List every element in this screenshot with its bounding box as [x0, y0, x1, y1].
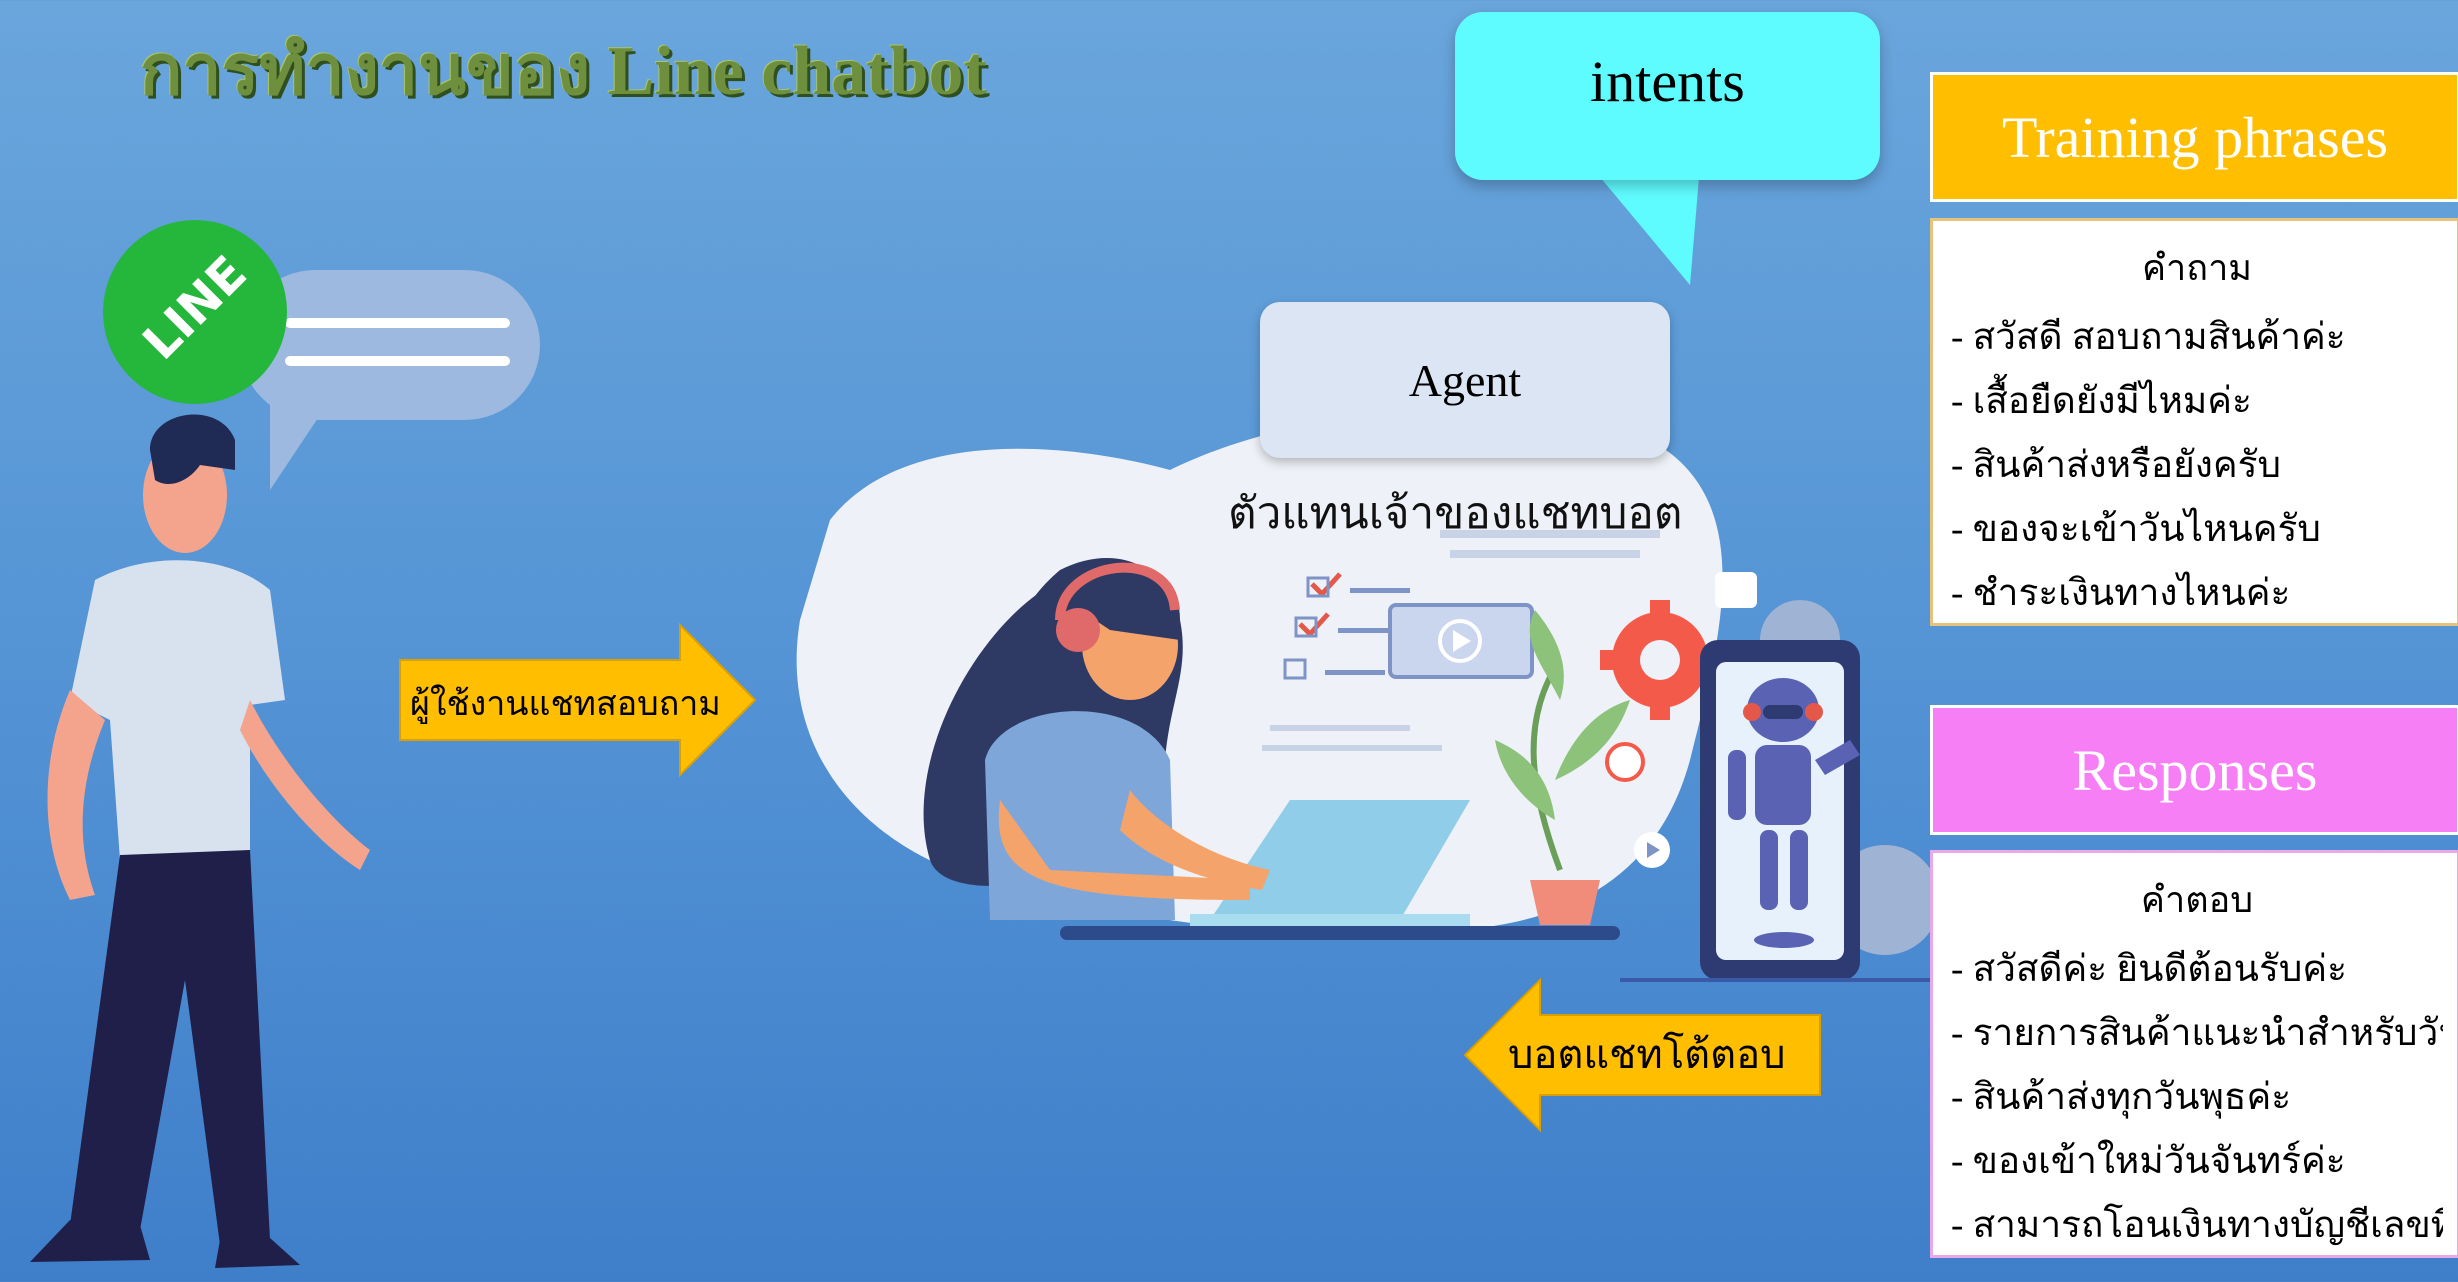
responses-list: คำตอบ - สวัสดีค่ะ ยินดีต้อนรับค่ะ - รายก… — [1930, 850, 2458, 1258]
man-illustration — [30, 414, 370, 1268]
list-item: - รายการสินค้าแนะนำสำหรับวันนี้ — [1951, 1013, 2443, 1054]
training-phrases-header: Training phrases — [1930, 72, 2458, 202]
training-phrases-title: Training phrases — [2001, 104, 2389, 170]
woman-illustration — [923, 558, 1270, 920]
phone-robot — [1700, 640, 1860, 980]
intents-bubble-tail — [1590, 165, 1700, 285]
list-item: - ชำระเงินทางไหนค่ะ — [1951, 573, 2291, 614]
list-item: - สวัสดีค่ะ ยินดีต้อนรับค่ะ — [1951, 949, 2347, 990]
list-item: - ของจะเข้าวันไหนครับ — [1951, 509, 2321, 550]
list-item: - สามารถโอนเงินทางบัญชีเลขที่ ... — [1951, 1205, 2443, 1246]
desk — [1060, 926, 1620, 940]
laptop — [1210, 800, 1470, 920]
intents-label: intents — [1590, 48, 1745, 114]
list-item: - สวัสดี สอบถามสินค้าค่ะ — [1951, 317, 2346, 358]
arrow-label-bot: บอตแชทโต้ตอบ — [1508, 1032, 1786, 1078]
line-logo-icon — [103, 220, 287, 404]
list-item: - ของเข้าใหม่วันจันทร์ค่ะ — [1951, 1141, 2346, 1182]
questions-title: คำถาม — [2141, 248, 2253, 288]
arrow-label-user: ผู้ใช้งานแชทสอบถาม — [410, 684, 721, 724]
agent-label: Agent — [1408, 354, 1522, 406]
arrow-right — [399, 622, 757, 778]
responses-header: Responses — [1930, 705, 2458, 835]
clock-icon — [1605, 742, 1645, 782]
arrow-left — [1463, 977, 1821, 1133]
checklist — [1298, 572, 1342, 638]
page-title: การทำงานของ Line chatbot — [140, 33, 987, 110]
list-item: - เสื้อยืดยังมีไหมค่ะ — [1951, 381, 2252, 422]
video-card — [1388, 603, 1534, 679]
training-phrases-list: คำถาม - สวัสดี สอบถามสินค้าค่ะ - เสื้อยื… — [1930, 218, 2458, 626]
intents-bubble: intents — [1455, 12, 1880, 180]
list-item: - สินค้าส่งหรือยังครับ — [1951, 445, 2281, 486]
plant — [1495, 610, 1630, 925]
answers-title: คำตอบ — [2140, 880, 2254, 920]
agent-box: Agent — [1260, 302, 1670, 458]
line-chat-bubble — [240, 270, 540, 490]
agent-subtitle: ตัวแทนเจ้าของแชทบอต — [1228, 489, 1683, 538]
responses-title: Responses — [2072, 737, 2318, 803]
list-item: - สินค้าส่งทุกวันพุธค่ะ — [1951, 1077, 2292, 1118]
car-icon — [1715, 572, 1757, 608]
